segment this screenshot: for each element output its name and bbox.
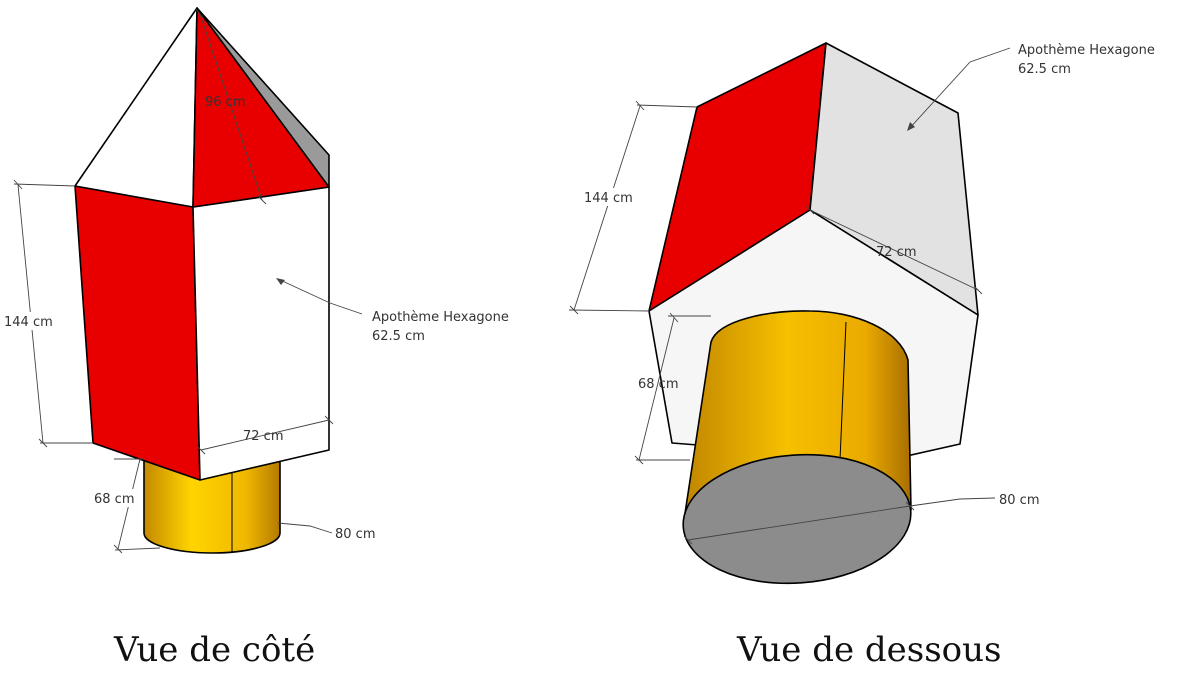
side-apothem-line2: 62.5 cm	[372, 329, 425, 344]
bottom-dim-height-label: 144 cm	[584, 191, 633, 206]
bottom-dim-cyl-diameter: 80 cm	[683, 493, 1040, 545]
side-view-caption: Vue de côté	[113, 630, 315, 670]
side-dim-roof: 96 cm	[195, 8, 267, 205]
bottom-cylinder-base	[682, 453, 912, 585]
bottom-cylinder	[682, 310, 912, 585]
side-dim-roof-label: 96 cm	[205, 95, 246, 110]
bottom-apothem-callout: Apothème Hexagone 62.5 cm	[907, 43, 1155, 131]
side-prism-red-face	[74, 185, 201, 481]
bottom-apothem-line2: 62.5 cm	[1018, 62, 1071, 77]
side-roof-white-face	[74, 7, 198, 208]
bottom-cylinder-seam	[839, 321, 847, 461]
side-cylinder	[143, 454, 281, 554]
bottom-dim-width-label: 72 cm	[876, 245, 917, 260]
side-cylinder-body	[143, 454, 281, 554]
side-apothem-callout: Apothème Hexagone 62.5 cm	[276, 278, 509, 344]
side-dim-cyl-height: 68 cm	[92, 458, 161, 554]
side-dim-height: 144 cm	[2, 179, 93, 448]
bottom-dim-height: 144 cm	[568, 100, 698, 315]
side-roof-shadow-face	[196, 7, 330, 188]
side-dim-width-label: 72 cm	[243, 429, 284, 444]
bottom-view-caption: Vue de dessous	[736, 630, 1002, 670]
side-dim-cyl-height-label: 68 cm	[94, 492, 135, 507]
side-dim-width: 72 cm	[196, 415, 334, 455]
bottom-dim-cyl-height: 68 cm	[634, 312, 711, 465]
side-view: 96 cm 144 cm 72 cm 68 cm	[2, 7, 509, 670]
side-dim-cyl-diameter-label: 80 cm	[335, 527, 376, 542]
side-dim-cyl-diameter: 80 cm	[277, 522, 376, 542]
bottom-apothem-line1: Apothème Hexagone	[1018, 43, 1155, 58]
bottom-dim-width: 72 cm	[805, 205, 983, 295]
side-dim-height-label: 144 cm	[4, 315, 53, 330]
bottom-dim-cyl-diameter-label: 80 cm	[999, 493, 1040, 508]
side-apothem-line1: Apothème Hexagone	[372, 310, 509, 325]
bottom-dim-cyl-height-label: 68 cm	[638, 377, 679, 392]
bottom-view: 144 cm 72 cm 68 cm 80 cm	[568, 42, 1155, 670]
